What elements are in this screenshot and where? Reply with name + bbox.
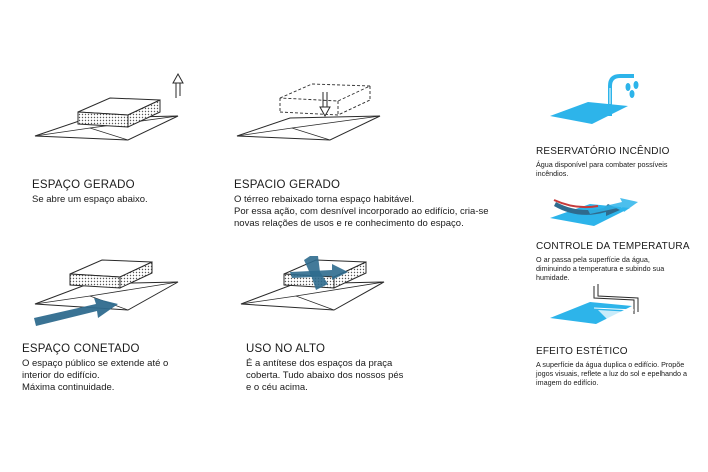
description-line: novas relações de usos e re conhecimento…	[234, 218, 464, 229]
panel-description: Se abre um espaço abaixo.	[32, 194, 148, 206]
diagram-controle-drawing	[550, 198, 638, 226]
description-line: Máxima continuidade.	[22, 382, 115, 393]
caption-espacio-gerado: ESPACIO GERADO O térreo rebaixado torna …	[234, 178, 489, 230]
diagram-uso-no-alto	[236, 250, 396, 330]
caption-reservatorio: RESERVATÓRIO INCÊNDIO Água disponível pa…	[536, 146, 670, 178]
panel-description: O térreo rebaixado torna espaço habitáve…	[234, 194, 489, 230]
diagram-espaco-gerado	[30, 68, 190, 168]
panel-description: A superfície da água duplica o edifício.…	[536, 360, 687, 387]
caption-efeito: EFEITO ESTÉTICO A superfície da água dup…	[536, 346, 687, 387]
diagram-reservatorio-drawing	[550, 74, 639, 124]
description-line: O ar passa pela superfície da água,	[536, 255, 650, 264]
caption-espaco-conetado: ESPAÇO CONETADO O espaço público se exte…	[22, 342, 168, 394]
caption-espaco-gerado: ESPAÇO GERADO Se abre um espaço abaixo.	[32, 178, 148, 206]
description-line: A superfície da água duplica o edifício.…	[536, 360, 685, 369]
diagram-efeito-drawing	[550, 284, 639, 324]
description-line: O espaço público se extende até o	[22, 358, 169, 369]
panel-title: EFEITO ESTÉTICO	[536, 346, 628, 357]
description-line: interior do edifício.	[22, 370, 100, 381]
diagram-espacio-gerado	[232, 68, 392, 168]
panel-description: Água disponível para combater possíveis …	[536, 160, 670, 178]
diagram-efeito	[548, 280, 658, 340]
caption-uso-no-alto: USO NO ALTO É a antítese dos espaços da …	[246, 342, 403, 394]
panel-title: ESPAÇO GERADO	[32, 179, 135, 191]
description-line: jogos visuais, reflete a luz do sol e ep…	[536, 369, 688, 378]
description-line: Água disponível para combater possíveis	[536, 160, 668, 169]
diagram-espaco-gerado-drawing	[34, 72, 184, 141]
description-line: diminuindo a temperatura e subindo sua	[536, 264, 665, 273]
diagram-controle	[548, 190, 658, 240]
panel-title: USO NO ALTO	[246, 343, 326, 355]
panel-description: O ar passa pela superfície da água, dimi…	[536, 255, 690, 282]
description-line: humidade.	[536, 273, 570, 282]
description-line: Se abre um espaço abaixo.	[32, 194, 148, 205]
diagram-espacio-gerado-drawing	[236, 83, 381, 141]
description-line: e o céu acima.	[246, 382, 308, 393]
diagram-reservatorio	[548, 68, 658, 138]
caption-controle: CONTROLE DA TEMPERATURA O ar passa pela …	[536, 241, 690, 282]
diagram-uso-no-alto-drawing	[240, 256, 385, 311]
description-line: É a antítese dos espaços da praça	[246, 358, 393, 369]
description-line: imagem do edifício.	[536, 378, 599, 387]
panel-title: ESPACIO GERADO	[234, 179, 341, 191]
panel-title: CONTROLE DA TEMPERATURA	[536, 241, 690, 252]
panel-title: RESERVATÓRIO INCÊNDIO	[536, 146, 670, 157]
description-line: coberta. Tudo abaixo dos nossos pés	[246, 370, 404, 381]
panel-title: ESPAÇO CONETADO	[22, 343, 140, 355]
diagram-espaco-conetado-drawing	[34, 259, 179, 326]
description-line: incêndios.	[536, 169, 569, 178]
description-line: Por essa ação, com desnível incorporado …	[234, 206, 489, 217]
diagram-espaco-conetado	[30, 256, 190, 336]
description-line: O térreo rebaixado torna espaço habitáve…	[234, 194, 415, 205]
panel-description: É a antítese dos espaços da praça cobert…	[246, 358, 403, 394]
panel-description: O espaço público se extende até o interi…	[22, 358, 168, 394]
